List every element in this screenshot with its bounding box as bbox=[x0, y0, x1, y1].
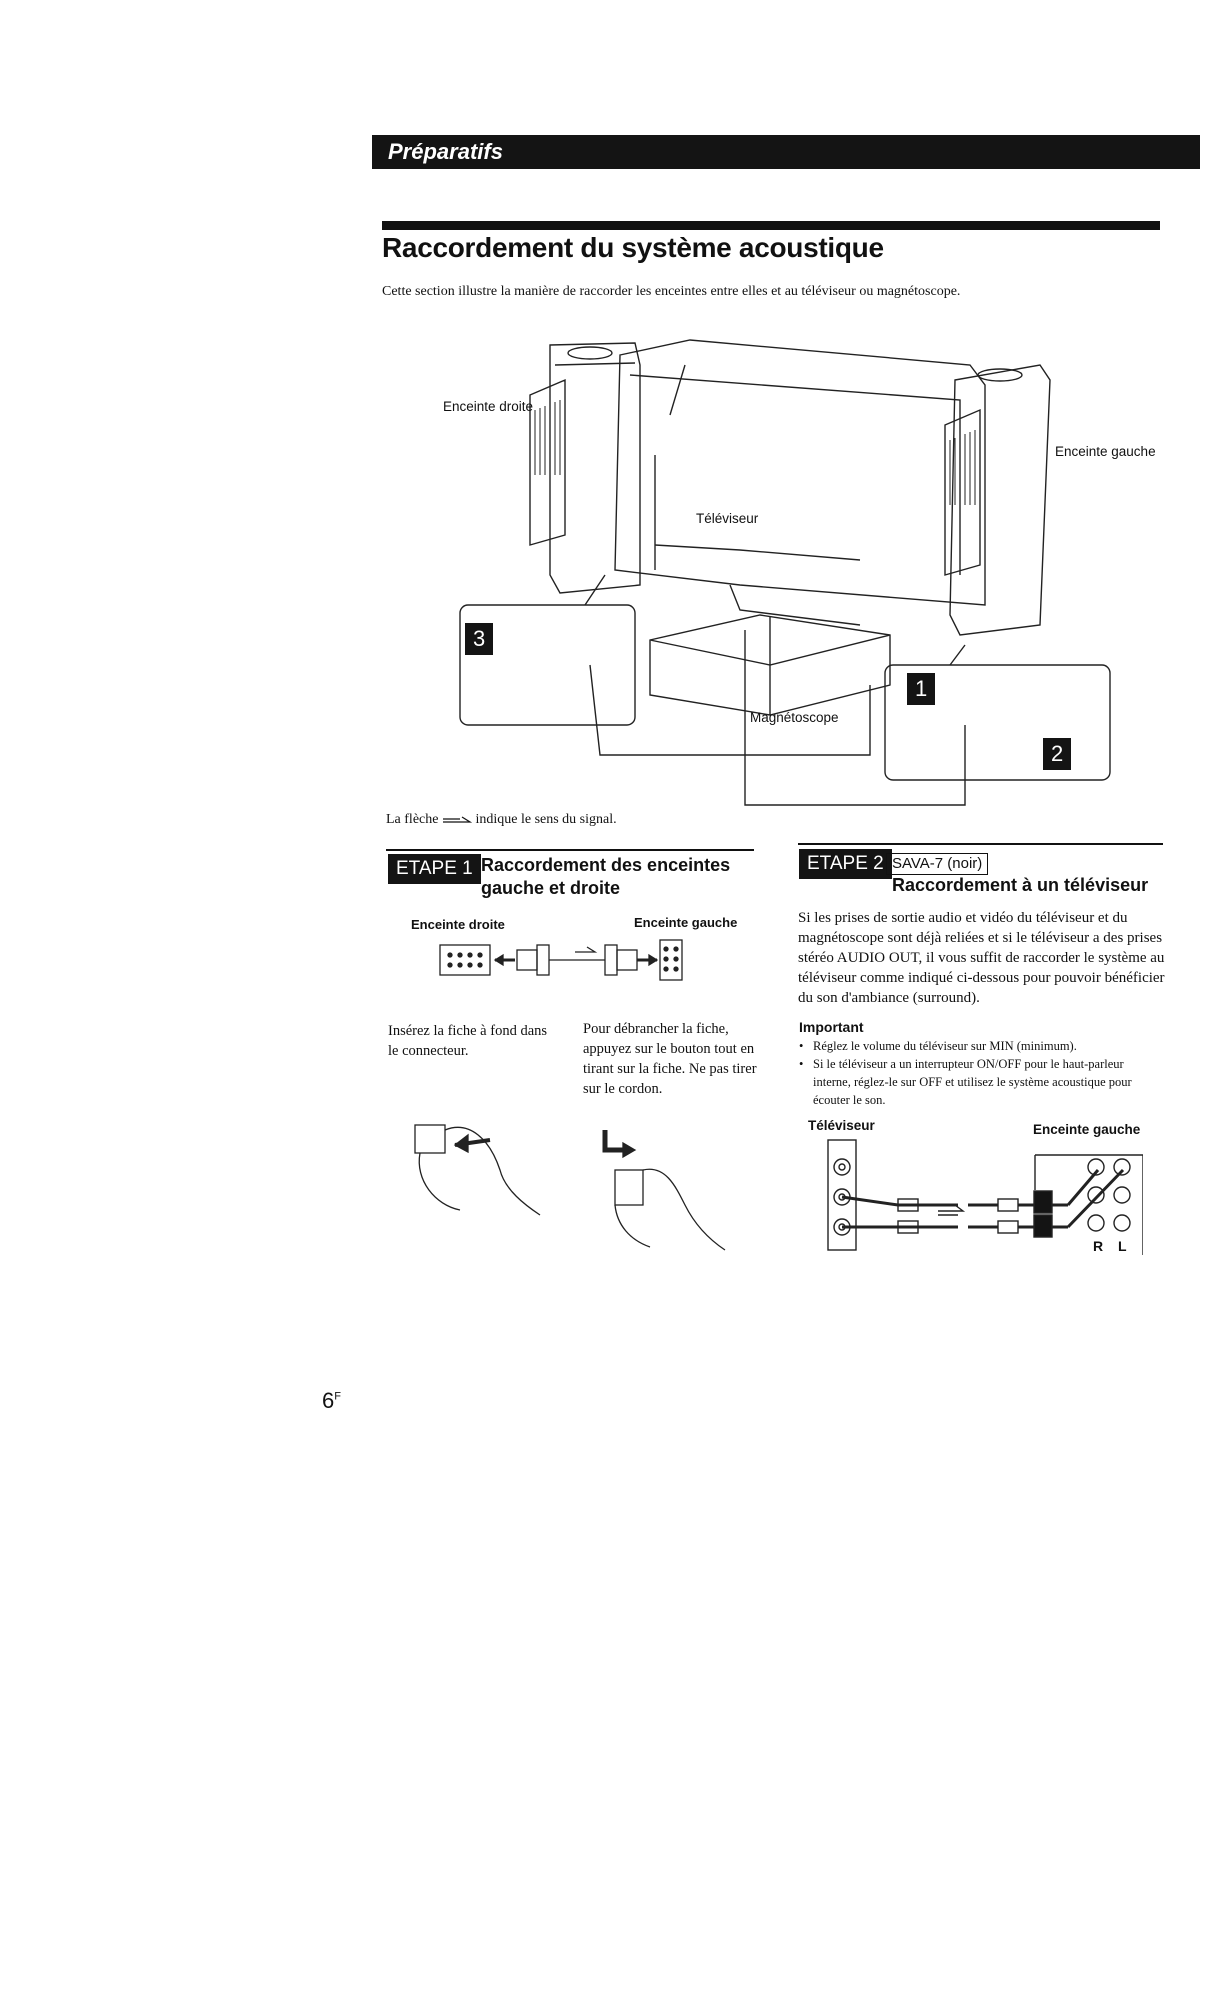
page-number: 6F bbox=[322, 1388, 341, 1414]
step2-cable-tag: SAVA-7 (noir) bbox=[886, 853, 988, 875]
important-label: Important bbox=[799, 1019, 864, 1035]
important-note-1: Réglez le volume du téléviseur sur MIN (… bbox=[799, 1037, 1164, 1055]
arrow-note-before: La flèche bbox=[386, 812, 438, 827]
title-rule bbox=[382, 221, 1160, 230]
step1-title: Raccordement des enceintes gauche et dro… bbox=[481, 854, 730, 900]
step2-badge: ETAPE 2 bbox=[799, 849, 892, 879]
main-illustration bbox=[440, 335, 1120, 815]
step2-tv-label: Téléviseur bbox=[808, 1118, 875, 1133]
step1-rule bbox=[386, 849, 754, 851]
arrow-note: La flèche indique le sens du signal. bbox=[386, 810, 617, 830]
step1-badge: ETAPE 1 bbox=[388, 854, 481, 884]
step1-left-speaker-label: Enceinte gauche bbox=[634, 915, 737, 930]
insert-plug-illustration bbox=[400, 1110, 550, 1220]
step-marker-1: 1 bbox=[907, 673, 935, 705]
unplug-illustration bbox=[595, 1125, 735, 1255]
step2-title: Raccordement à un téléviseur bbox=[892, 874, 1148, 897]
section-tag: Préparatifs bbox=[378, 138, 520, 166]
step2-connection-diagram bbox=[798, 1135, 1143, 1260]
left-speaker-drawing bbox=[945, 365, 1050, 635]
page-number-value: 6 bbox=[322, 1388, 334, 1413]
step1-unplug-text: Pour débrancher la fiche, appuyez sur le… bbox=[583, 1019, 758, 1099]
tv-label: Téléviseur bbox=[696, 511, 758, 526]
step1-insert-text: Insérez la fiche à fond dans le connecte… bbox=[388, 1021, 548, 1061]
important-notes: Réglez le volume du téléviseur sur MIN (… bbox=[799, 1037, 1164, 1109]
step1-title-line1: Raccordement des enceintes bbox=[481, 854, 730, 877]
arrow-note-after: indique le sens du signal. bbox=[475, 812, 616, 827]
important-note-2: Si le téléviseur a un interrupteur ON/OF… bbox=[799, 1055, 1164, 1109]
step2-body: Si les prises de sortie audio et vidéo d… bbox=[798, 908, 1170, 1008]
left-speaker-label: Enceinte gauche bbox=[1055, 444, 1156, 459]
step-marker-2: 2 bbox=[1043, 738, 1071, 770]
intro-text: Cette section illustre la manière de rac… bbox=[382, 284, 960, 300]
step1-connector-diagram bbox=[435, 935, 715, 995]
step2-r-label: R bbox=[1093, 1238, 1103, 1254]
vcr-label: Magnétoscope bbox=[750, 710, 839, 725]
step1-right-speaker-label: Enceinte droite bbox=[411, 917, 505, 932]
step-marker-3: 3 bbox=[465, 623, 493, 655]
page-number-suffix: F bbox=[334, 1391, 341, 1403]
right-speaker-label: Enceinte droite bbox=[443, 399, 533, 414]
step2-l-label: L bbox=[1118, 1238, 1127, 1254]
page-title: Raccordement du système acoustique bbox=[382, 232, 884, 264]
right-speaker-drawing bbox=[530, 343, 640, 593]
step1-title-line2: gauche et droite bbox=[481, 877, 730, 900]
tv-drawing bbox=[615, 340, 985, 625]
step2-rule bbox=[798, 843, 1163, 845]
signal-arrow-icon bbox=[442, 815, 472, 825]
